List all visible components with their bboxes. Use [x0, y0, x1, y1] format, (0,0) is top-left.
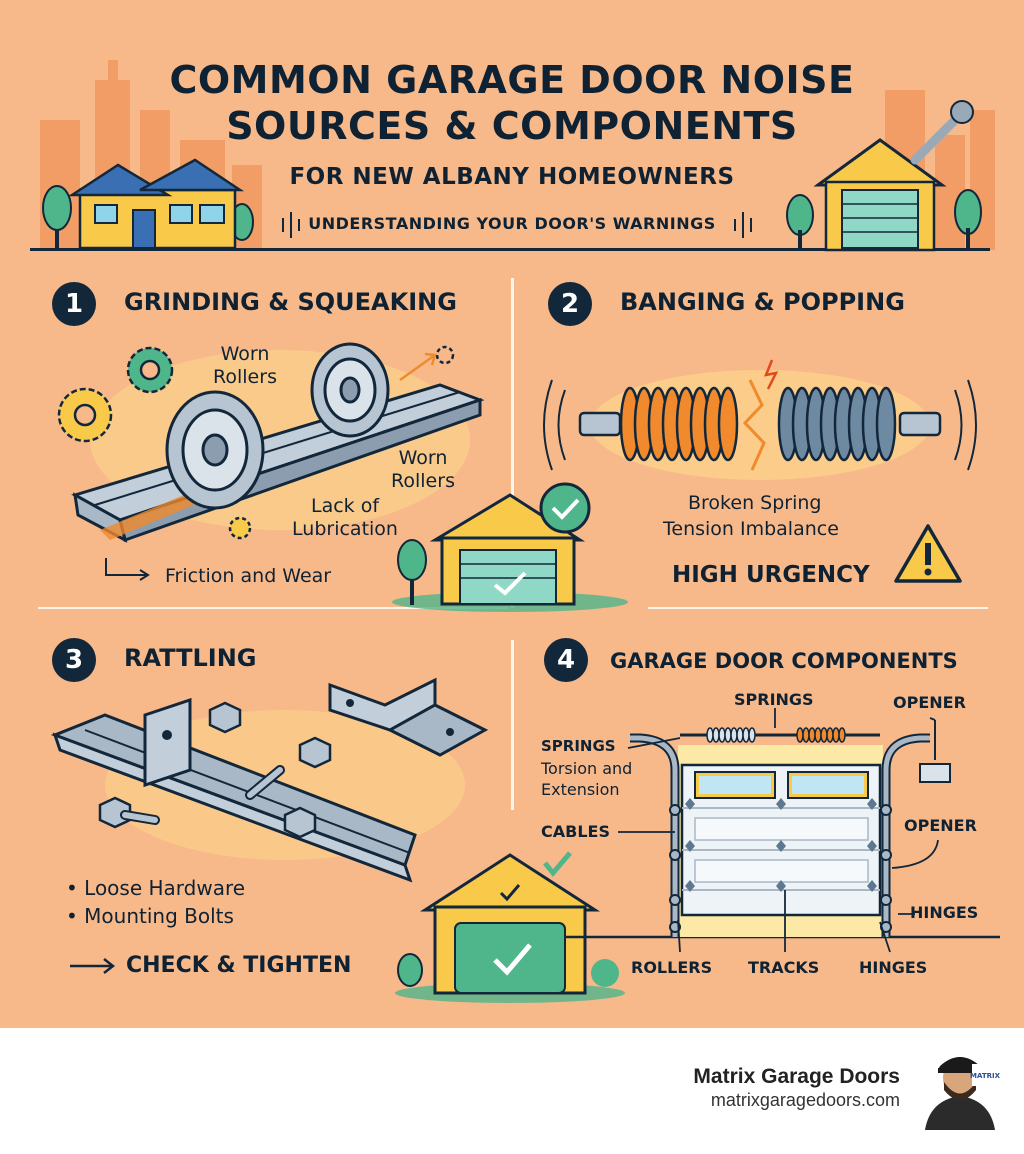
section-1-title: GRINDING & SQUEAKING: [124, 288, 457, 316]
horizontal-divider-right: [648, 607, 988, 609]
section-1-number-badge: 1: [52, 282, 96, 326]
garage-check-icon: [395, 851, 625, 1003]
label-opener-side: OPENER: [904, 816, 977, 835]
page-title-line-1: COMMON GARAGE DOOR NOISE: [169, 58, 855, 102]
action-check-and-tighten: CHECK & TIGHTEN: [126, 953, 352, 978]
label-friction-and-wear: Friction and Wear: [165, 565, 332, 587]
label-cables: CABLES: [541, 822, 610, 841]
page-title-line-2: SOURCES & COMPONENTS: [226, 104, 798, 148]
arrow-right-icon: [70, 958, 116, 974]
label-rollers: ROLLERS: [631, 958, 713, 977]
section-4-number-badge: 4: [544, 638, 588, 682]
spring-coil: [712, 727, 720, 743]
spring-coil: [808, 727, 816, 743]
label-tracks: TRACKS: [748, 958, 820, 977]
section-3-title: RATTLING: [124, 644, 257, 672]
spring-coil: [802, 727, 810, 743]
infographic-poster: COMMON GARAGE DOOR NOISE SOURCES & COMPO…: [0, 0, 1024, 1028]
gear-icon: [57, 345, 455, 540]
horizontal-divider-left: [38, 607, 508, 609]
section-4-title: GARAGE DOOR COMPONENTS: [610, 649, 958, 673]
roller-track-illustration: [57, 342, 485, 581]
label-lack-of-lubrication: Lack of Lubrication: [292, 495, 398, 540]
spring-coil: [736, 727, 744, 743]
section-2-title: BANGING & POPPING: [620, 288, 905, 316]
label-springs-top: SPRINGS: [734, 690, 814, 709]
loose-hardware-illustration: [50, 677, 489, 883]
spring-coil: [706, 727, 714, 743]
label-hinges-bottom: HINGES: [859, 958, 928, 977]
section-3-number-badge: 3: [52, 638, 96, 682]
spring-coil: [820, 727, 828, 743]
spring-coil: [826, 727, 834, 743]
label-worn-rollers-top: Worn Rollers: [213, 343, 277, 388]
spring-coil: [724, 727, 732, 743]
garage-door-components-diagram: [565, 708, 1000, 953]
spring-coil: [742, 727, 750, 743]
label-worn-rollers-bottom: Worn Rollers: [391, 447, 455, 492]
avatar: MATRIX: [925, 1057, 1001, 1130]
label-tension-imbalance: Tension Imbalance: [663, 518, 839, 540]
warning-icon: [894, 524, 962, 583]
label-springs-torsion: Torsion and: [541, 759, 633, 778]
spring-coil: [838, 727, 846, 743]
page-tagline: UNDERSTANDING YOUR DOOR'S WARNINGS: [308, 214, 716, 233]
spring-coil: [748, 727, 756, 743]
broken-spring-illustration: [543, 359, 977, 480]
urgency-label: HIGH URGENCY: [672, 562, 870, 588]
label-springs-side: SPRINGS: [541, 737, 616, 755]
spring-coil: [796, 727, 804, 743]
spring-coil: [730, 727, 738, 743]
spring-coil: [717, 386, 739, 462]
bullet-mounting-bolts: • Mounting Bolts: [66, 904, 234, 928]
label-broken-spring: Broken Spring: [688, 492, 822, 514]
spring-coil: [718, 727, 726, 743]
label-hinges-side: HINGES: [910, 903, 979, 922]
spring-coil: [875, 386, 897, 462]
avatar-logo-text: MATRIX: [970, 1072, 1001, 1080]
label-opener-top: OPENER: [893, 693, 966, 712]
brand-url[interactable]: matrixgaragedoors.com: [710, 1090, 900, 1110]
brand-name: Matrix Garage Doors: [693, 1065, 900, 1088]
vertical-divider: [511, 640, 514, 810]
footer: [0, 1028, 1024, 1154]
city-house-illustration: [30, 60, 995, 252]
section-2-number-badge: 2: [548, 282, 592, 326]
page-subtitle: FOR NEW ALBANY HOMEOWNERS: [289, 164, 735, 190]
spring-coil: [832, 727, 840, 743]
bullet-loose-hardware: • Loose Hardware: [66, 876, 246, 900]
garage-check-icon: [392, 482, 628, 612]
label-springs-extension: Extension: [541, 780, 620, 799]
spring-coil: [814, 727, 822, 743]
vertical-divider: [511, 278, 514, 608]
